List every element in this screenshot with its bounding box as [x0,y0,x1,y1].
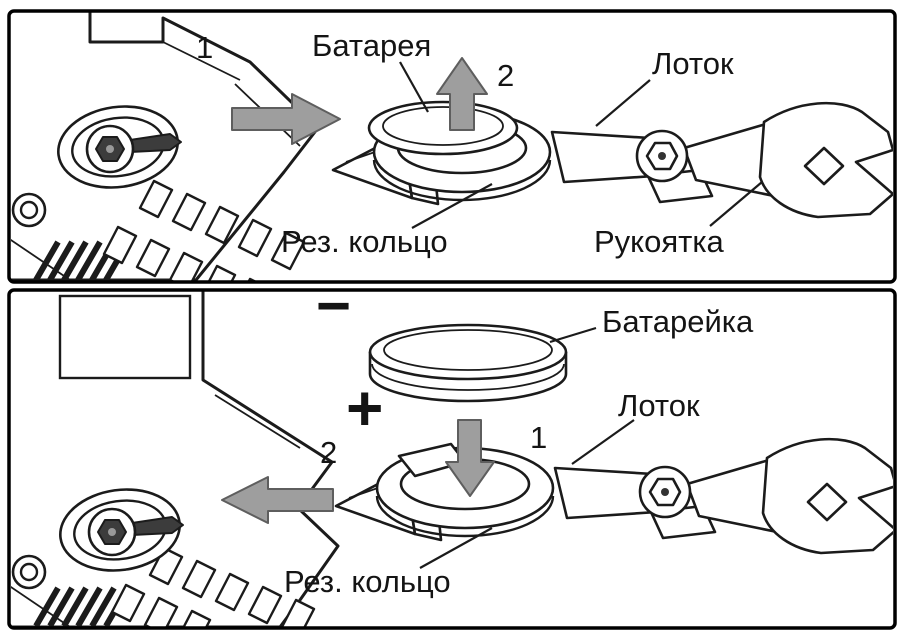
leader-battery-top [399,61,429,113]
label-handle-top: Рукоятка [594,224,725,259]
vent-slats-bottom [110,546,316,627]
leader-tray-top [595,79,651,127]
arrow-right-icon [231,93,341,145]
step-1-top: 1 [196,30,213,65]
body-top-face [58,294,192,380]
arrow-down-icon [445,419,495,497]
label-battery-bottom: Батарейка [602,304,754,339]
leader-battery-bottom [549,326,597,344]
rail-edge-bottom [11,585,71,627]
label-battery-top: Батарея [312,28,431,63]
leader-handle-top [709,181,763,227]
bottom-panel-border [7,288,897,630]
cap-center-bottom [108,528,116,536]
side-dial-outer [11,192,47,228]
arrow-left-icon [221,476,334,524]
coin-battery-top-rim [382,106,504,146]
label-rubber-ring-bottom: Рез. кольцо [284,564,451,599]
tray-assembly-bottom [334,437,893,555]
rail-hatching [33,240,131,281]
top-panel: 1 Батарея 2 Лоток Рез. кольцо Рукоятка [11,12,893,281]
bottom-panel: − Батарейка + 2 1 Лоток Рез. кольцо [11,272,893,627]
step-2-top: 2 [497,58,514,93]
cap-center [106,145,114,153]
body-bevel-line-bottom [214,394,301,449]
label-rubber-ring-top: Рез. кольцо [281,224,448,259]
plus-sign: + [346,372,383,444]
side-dial-outer-bottom [11,554,47,590]
top-panel-border [7,9,897,284]
label-tray-bottom: Лоток [618,388,700,423]
vent-slats [102,179,306,281]
minus-sign: − [316,272,351,339]
side-dial-inner-bottom [19,562,39,582]
rail-edge [11,238,71,281]
leader-rubber-ring-top [411,183,493,229]
body-edge-line [162,41,241,81]
rail-hatching-bottom [33,586,131,627]
step-1-bottom: 1 [530,420,547,455]
coin-battery-face-rim [383,329,553,371]
coin-battery-lower-rim [371,363,565,391]
side-dial-inner [19,200,39,220]
leader-rubber-ring-bottom [419,527,493,569]
arrow-up-icon [436,57,488,131]
label-tray-top: Лоток [652,46,734,81]
leader-tray-bottom [571,419,635,465]
coin-battery-top [367,100,519,156]
step-2-bottom: 2 [320,435,337,470]
